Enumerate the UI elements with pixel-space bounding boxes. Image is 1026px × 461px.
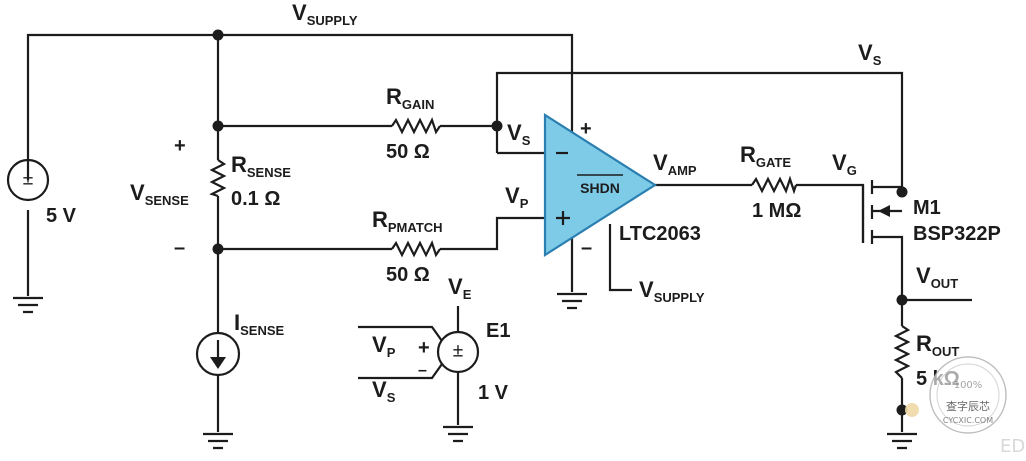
watermark-url: CYCXIC.COM bbox=[943, 416, 993, 425]
e1-value-label: 1 V bbox=[478, 382, 509, 404]
e1-vs-label: VS bbox=[372, 377, 396, 405]
rsense-resistor bbox=[209, 159, 227, 198]
opamp-part-label: LTC2063 bbox=[619, 223, 701, 245]
vamp-label: VAMP bbox=[653, 150, 697, 178]
ground-5v bbox=[13, 296, 43, 314]
rgain-value-label: 50 Ω bbox=[386, 141, 430, 163]
svg-text:±: ± bbox=[453, 340, 464, 362]
vsupply-bottom-label: VSUPPLY bbox=[639, 277, 705, 305]
junction-dot bbox=[212, 29, 224, 41]
vp-node-label: VP bbox=[505, 183, 529, 211]
shdn-label: SHDN bbox=[580, 180, 620, 196]
rout-name-label: ROUT bbox=[916, 331, 959, 359]
rsense-name-label: RSENSE bbox=[231, 152, 291, 180]
opamp-supply-minus-label: – bbox=[581, 237, 592, 259]
junctions bbox=[212, 29, 908, 416]
junction-dot bbox=[491, 120, 503, 132]
isense-label: ISENSE bbox=[234, 310, 285, 338]
rout-resistor bbox=[893, 325, 911, 379]
junction-dot bbox=[212, 120, 224, 132]
vs-top-label: VS bbox=[858, 40, 882, 68]
junction-dot bbox=[896, 404, 908, 416]
current-source-isense bbox=[195, 331, 241, 377]
voltage-source-5v: ± 5 V bbox=[6, 158, 77, 227]
ve-label: VE bbox=[448, 274, 472, 302]
m1-name-label: M1 bbox=[913, 197, 941, 219]
m1-part-label: BSP322P bbox=[913, 223, 1001, 245]
rsense-value-label: 0.1 Ω bbox=[231, 188, 280, 210]
rpmatch-value-label: 50 Ω bbox=[386, 264, 430, 286]
mosfet-m1 bbox=[861, 180, 904, 244]
e1-plus-label: + bbox=[418, 337, 430, 359]
ground-isense bbox=[203, 432, 233, 450]
wires bbox=[26, 33, 972, 432]
e1-minus-label: – bbox=[418, 362, 427, 379]
source-value-label: 5 V bbox=[46, 205, 77, 227]
watermark: 100% 查字辰芯 CYCXIC.COM EDN bbox=[905, 356, 1026, 457]
rpmatch-name-label: RPMATCH bbox=[372, 207, 443, 235]
rgate-resistor bbox=[751, 175, 798, 195]
e1-vp-label: VP bbox=[372, 332, 396, 360]
rgain-name-label: RGAIN bbox=[386, 84, 434, 112]
controlled-source-e1: ± bbox=[436, 330, 480, 374]
svg-text:±: ± bbox=[23, 168, 34, 190]
vsense-minus-label: – bbox=[174, 237, 185, 259]
watermark-edn: EDN bbox=[1000, 436, 1026, 457]
watermark-percent: 100% bbox=[954, 380, 983, 391]
ground-opamp bbox=[557, 292, 587, 310]
vsense-plus-label: + bbox=[174, 135, 186, 157]
vg-label: VG bbox=[832, 150, 857, 178]
vsense-label: VSENSE bbox=[130, 180, 189, 208]
watermark-cn: 查字辰芯 bbox=[946, 399, 990, 413]
rgain-resistor bbox=[391, 117, 441, 135]
junction-dot bbox=[896, 294, 908, 306]
vs-node-label: VS bbox=[507, 120, 531, 148]
rgate-value-label: 1 MΩ bbox=[752, 200, 801, 222]
vsupply-top-label: VSUPPLY bbox=[292, 0, 358, 28]
e1-name-label: E1 bbox=[486, 320, 510, 342]
vout-label: VOUT bbox=[916, 263, 958, 291]
opamp-ltc2063: SHDN bbox=[543, 112, 658, 258]
rpmatch-resistor bbox=[391, 240, 441, 258]
ground-rout bbox=[887, 432, 917, 450]
junction-dot bbox=[212, 243, 224, 255]
opamp-supply-plus-label: + bbox=[580, 118, 592, 140]
rgate-name-label: RGATE bbox=[740, 142, 791, 170]
ground-e1 bbox=[443, 425, 473, 443]
